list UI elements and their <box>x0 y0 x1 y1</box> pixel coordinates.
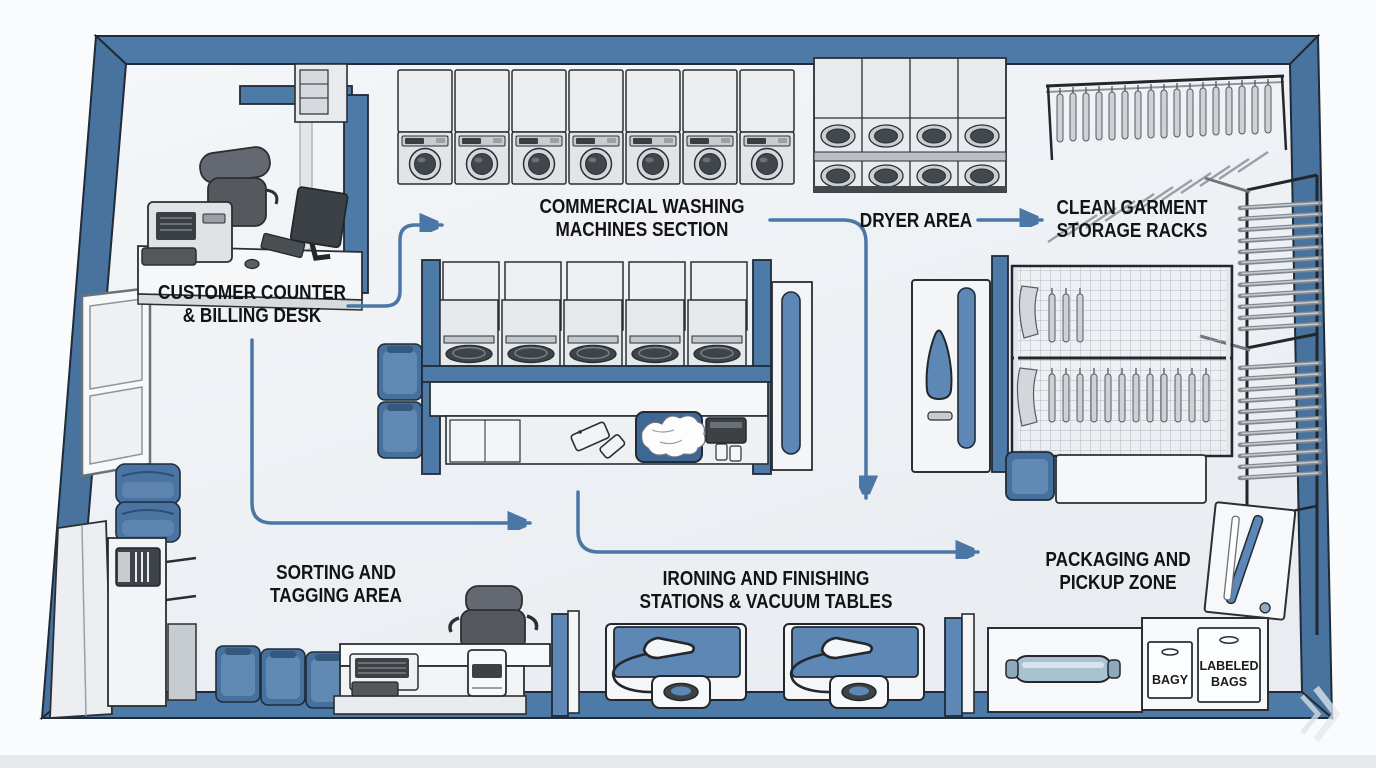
wall-shelf-unit <box>294 63 348 123</box>
operator-chair <box>448 585 539 651</box>
laundry-basket <box>635 411 706 463</box>
labeled-bag-label-line1: LABELED <box>1199 659 1258 673</box>
stacked-bin <box>115 501 181 543</box>
corner-chevron-icon <box>1300 685 1341 743</box>
partition-panel-left <box>551 610 580 717</box>
heat-sealer <box>1005 655 1121 683</box>
keyboard <box>260 232 306 259</box>
mouse <box>244 258 260 270</box>
floor-laundry-carts <box>215 645 351 709</box>
arrow-counter-to-washing <box>346 225 444 308</box>
label-dryer-area: DRYER AREA <box>859 210 973 232</box>
island-washers-front-row <box>439 299 747 367</box>
stacked-bin <box>115 463 181 505</box>
end-panel-blue-pad <box>781 291 801 455</box>
label-printer <box>115 547 161 587</box>
label-washing-section: COMMERCIAL WASHING MACHINES SECTION <box>539 196 745 242</box>
vacuum-unit <box>829 675 889 709</box>
customer-counter-office <box>137 63 369 311</box>
island-worktable <box>429 381 769 417</box>
tilted-wrap-board <box>1203 501 1297 621</box>
arrow-washing-to-dryer <box>768 218 866 500</box>
small-bag-label: BAGY <box>1152 673 1189 687</box>
labeled-bag-label-line2: BAGS <box>1211 675 1247 689</box>
sorting-storage-shelves <box>49 463 197 719</box>
cage-garments-tier2 <box>1016 367 1210 427</box>
washing-machine-row <box>397 69 795 185</box>
cash-register <box>141 201 233 266</box>
packing-bench-right <box>1005 451 1207 504</box>
tag-printer <box>467 649 507 697</box>
packaging-station: BAGY LABELED BAGS <box>987 501 1297 713</box>
garment-finishing-cabinet <box>911 255 1009 473</box>
cage-garments-tier1 <box>1018 285 1084 343</box>
label-storage-racks: CLEAN GARMENT STORAGE RACKS <box>1056 197 1208 243</box>
ironing-station-1 <box>605 623 747 709</box>
garment-hanging-rack-top <box>1045 74 1288 244</box>
tagging-keyboard-machine <box>349 653 419 697</box>
island-shelf-beam <box>421 365 772 383</box>
computer-monitor <box>289 186 349 261</box>
vacuum-unit <box>651 675 711 709</box>
labeled-bag: LABELED BAGS <box>1197 627 1261 703</box>
label-customer-counter: CUSTOMER COUNTER & BILLING DESK <box>158 282 346 328</box>
laundry-cart <box>377 343 423 401</box>
workflow-arrows <box>250 218 1044 552</box>
ironing-board-icon <box>925 329 953 401</box>
washing-island <box>377 259 813 475</box>
laundry-cart <box>377 401 423 459</box>
wall-top <box>93 35 1321 65</box>
ironing-station-2 <box>783 623 925 709</box>
small-bag: BAGY <box>1147 641 1193 699</box>
partition-panel-right <box>944 613 975 717</box>
label-packaging-zone: PACKAGING AND PICKUP ZONE <box>1045 549 1191 595</box>
sorting-tagging-bench <box>333 585 551 715</box>
wire-storage-cage <box>1010 264 1234 458</box>
label-sorting-area: SORTING AND TAGGING AREA <box>270 562 402 608</box>
bottom-edge-strip <box>0 755 1376 768</box>
billing-counter-front <box>137 293 363 311</box>
iron-cable <box>611 652 669 694</box>
window <box>80 286 152 478</box>
iron-cable <box>789 652 847 694</box>
tagging-machine <box>705 417 747 462</box>
garment-tags <box>570 421 626 459</box>
arrow-counter-to-sorting <box>250 338 532 523</box>
label-ironing-stations: IRONING AND FINISHING STATIONS & VACUUM … <box>639 568 893 614</box>
arrow-sorting-to-packaging <box>576 490 980 552</box>
stacked-dryer-bank <box>813 57 1007 193</box>
